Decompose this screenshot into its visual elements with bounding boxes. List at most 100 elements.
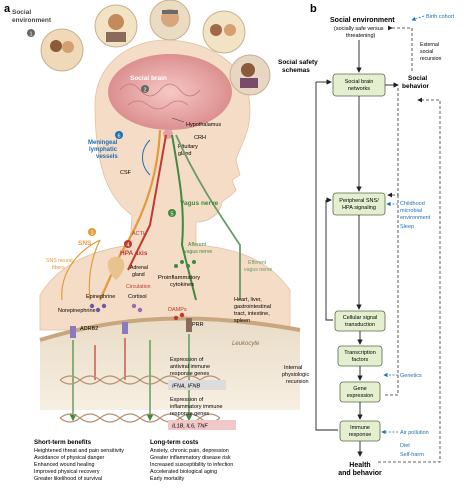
box-immune <box>339 420 381 442</box>
social-safety-line2: schemas <box>282 67 310 74</box>
badge-3-icon <box>88 228 96 236</box>
damps-label: DAMPs <box>168 307 187 313</box>
diet-label: Diet <box>400 443 410 449</box>
short-term-item-1: Heightened threat and pain sensitivity <box>34 448 124 454</box>
sns-fiber-branches <box>61 239 101 301</box>
box-sns-hpa-line1: Peripheral SNS/ <box>339 198 379 204</box>
proinflammatory-line2: cytokines <box>170 282 194 288</box>
b-social-env-sub1: (socially safe versus <box>334 26 384 32</box>
antiviral-line2: antiviral immune <box>170 364 210 370</box>
box-social-brain <box>332 73 386 97</box>
box-cellular-line2: transduction <box>345 322 375 328</box>
vagus-nerve-label: Vagus nerve <box>180 200 219 207</box>
leukocyte-cell <box>40 318 300 410</box>
social-environment-line1: Social <box>12 9 31 16</box>
box-sns-hpa <box>332 192 386 216</box>
social-environment-line2: environment <box>12 17 52 24</box>
adrb2-label: ADRB2 <box>80 326 98 332</box>
brain-icon <box>108 54 232 130</box>
badge-1-icon <box>27 29 35 37</box>
leukocyte-label: Leukocyte <box>232 341 260 347</box>
badge-6: 6 <box>117 134 120 140</box>
social-brain-label: Social brain <box>130 75 167 82</box>
panel-a-label: a <box>4 3 11 15</box>
afferent-line2: vagus nerve <box>184 249 212 255</box>
short-term-item-5: Greater likelihood of survival <box>34 476 102 482</box>
long-term-item-2: Greater inflammatory disease risk <box>150 455 231 461</box>
short-term-title: Short-term benefits <box>34 439 92 446</box>
vagus-afferent-pathway <box>171 134 197 301</box>
csf-label: CSF <box>120 170 132 176</box>
antiviral-line1: Expression of <box>170 357 204 363</box>
molecule-dots <box>89 303 185 321</box>
birth-cohort-label: Birth cohort <box>426 14 455 20</box>
internal-recursion-line2: physiologic <box>282 372 309 378</box>
long-term-item-1: Anxiety, chronic pain, depression <box>150 448 229 454</box>
inflammatory-line2: inflammatory immune <box>170 404 223 410</box>
box-gene-line2: expression <box>347 393 374 399</box>
organs-line1: Heart, liver, <box>234 297 262 303</box>
social-behavior-line1: Social <box>408 75 427 82</box>
adrb2-receptor-icon <box>70 326 76 338</box>
short-term-item-2: Avoidance of physical danger <box>34 455 105 461</box>
inflammatory-genes-box <box>168 420 236 430</box>
norepinephrine-label: Norepinephrine <box>58 308 96 314</box>
acth-label: ACTH <box>132 231 147 237</box>
badge-4: 4 <box>126 243 129 249</box>
efferent-line1: Efferent <box>248 260 267 266</box>
organs-line4: spleen <box>234 318 250 324</box>
box-gene <box>339 381 381 403</box>
box-cellular-line1: Cellular signal <box>343 315 378 321</box>
organs-line3: tract, intestine, <box>234 311 270 317</box>
circulation-label: Circulation <box>126 284 151 290</box>
cytokine-dots <box>174 260 196 268</box>
badge-3: 3 <box>90 231 93 237</box>
prr-receptor-icon <box>186 318 192 332</box>
sns-fibers-line1: SNS neural <box>46 258 73 264</box>
badge-4-icon <box>124 240 132 248</box>
badge-2: 2 <box>143 88 146 94</box>
health-line1: Health <box>349 462 370 469</box>
afferent-line1: Afferent <box>188 242 207 248</box>
childhood-line1: Childhood <box>400 201 425 207</box>
short-term-item-4: Improved physical recovery <box>34 469 100 475</box>
pituitary-line1: Pituitary <box>178 144 198 150</box>
prr-label: PRR <box>192 322 204 328</box>
short-term-item-3: Enhanced wound healing <box>34 462 95 468</box>
inflammatory-line1: Expression of <box>170 397 204 403</box>
box-gene-line1: Gene <box>353 386 366 392</box>
badge-1: 1 <box>29 32 32 38</box>
social-scenes <box>40 0 271 96</box>
self-harm-label: Self-harm <box>400 452 424 458</box>
adrenal-line2: gland <box>132 272 145 278</box>
proinflammatory-line1: Proinflammatory <box>158 275 200 281</box>
meningeal-line3: vessels <box>96 154 118 160</box>
badge-6-icon <box>115 131 123 139</box>
external-recursion-line1: External <box>420 42 439 48</box>
long-term-title: Long-term costs <box>150 439 199 446</box>
box-immune-line2: response <box>349 432 372 438</box>
panel-b-label: b <box>310 3 317 15</box>
meningeal-line2: lymphatic <box>89 147 118 153</box>
badge-5-icon <box>168 209 176 217</box>
external-recursion-line2: social <box>420 49 433 55</box>
adrenal-line1: Adrenal <box>130 265 148 271</box>
internal-recursion-line3: recursion <box>286 379 309 385</box>
childhood-line3: environment <box>400 215 431 221</box>
genetics-label: Genetics <box>400 373 422 379</box>
inflammatory-genes: IL1B, IL6, TNF <box>172 424 208 430</box>
b-social-env-sub2: threatening) <box>346 33 376 39</box>
sleep-label: Sleep <box>400 224 414 230</box>
hpa-pathway <box>127 134 167 271</box>
hypothalamus-label: Hypothalamus <box>186 122 221 128</box>
box-transcription-line2: factors <box>352 357 369 363</box>
adrenal-gland-icon <box>107 256 125 280</box>
cortisol-label: Cortisol <box>128 294 147 300</box>
social-safety-line1: Social safety <box>278 59 318 66</box>
antiviral-genes: IFNA, IFNB <box>172 384 200 390</box>
antiviral-genes-box <box>168 380 226 390</box>
crh-label: CRH <box>194 135 206 141</box>
efferent-line2: vagus nerve <box>244 267 272 273</box>
box-transcription-line1: Transcription <box>344 350 376 356</box>
